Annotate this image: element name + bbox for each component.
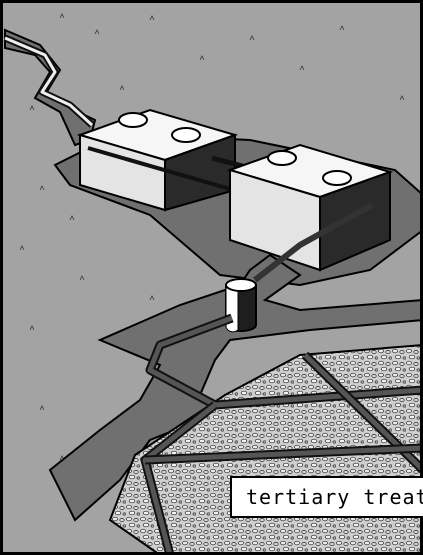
tank-lid	[323, 171, 351, 185]
caption-box: tertiary treat	[230, 476, 423, 518]
tank-lid	[119, 113, 147, 127]
tank-lid	[172, 128, 200, 142]
caption-text: tertiary treat	[246, 485, 423, 509]
distribution-box	[226, 279, 256, 332]
tank-lid	[268, 151, 296, 165]
